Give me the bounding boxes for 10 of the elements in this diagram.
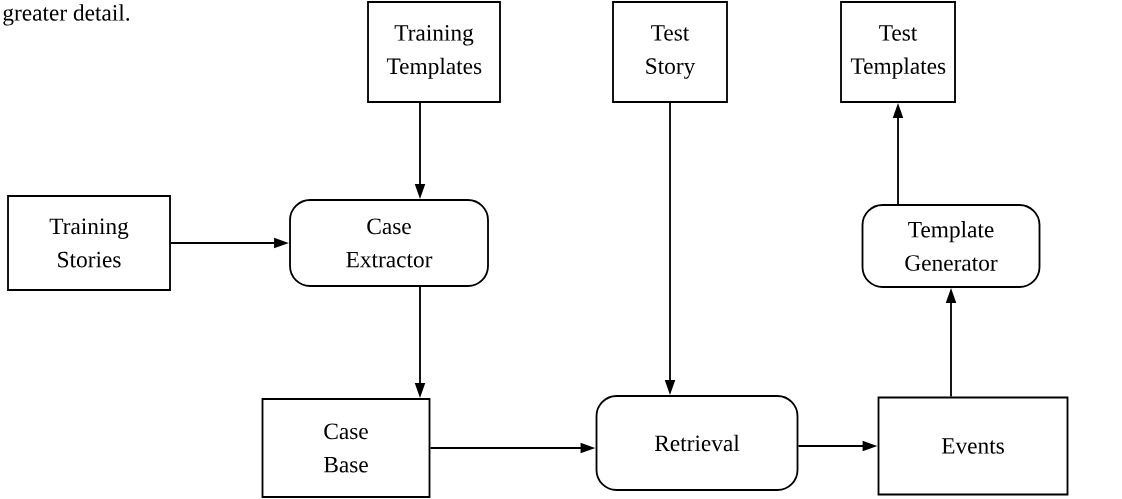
data-box: Training Stories bbox=[7, 195, 171, 291]
data-box: Test Story bbox=[612, 1, 728, 103]
data-box: Test Templates bbox=[840, 1, 956, 103]
data-box: Events bbox=[877, 396, 1069, 496]
data-box: Case Base bbox=[261, 398, 431, 498]
process-box: Retrieval bbox=[595, 395, 799, 491]
data-box: Training Templates bbox=[367, 1, 501, 103]
process-box: Case Extractor bbox=[289, 199, 489, 287]
note-text: greater detail. bbox=[3, 4, 130, 26]
process-box: Template Generator bbox=[861, 204, 1041, 288]
